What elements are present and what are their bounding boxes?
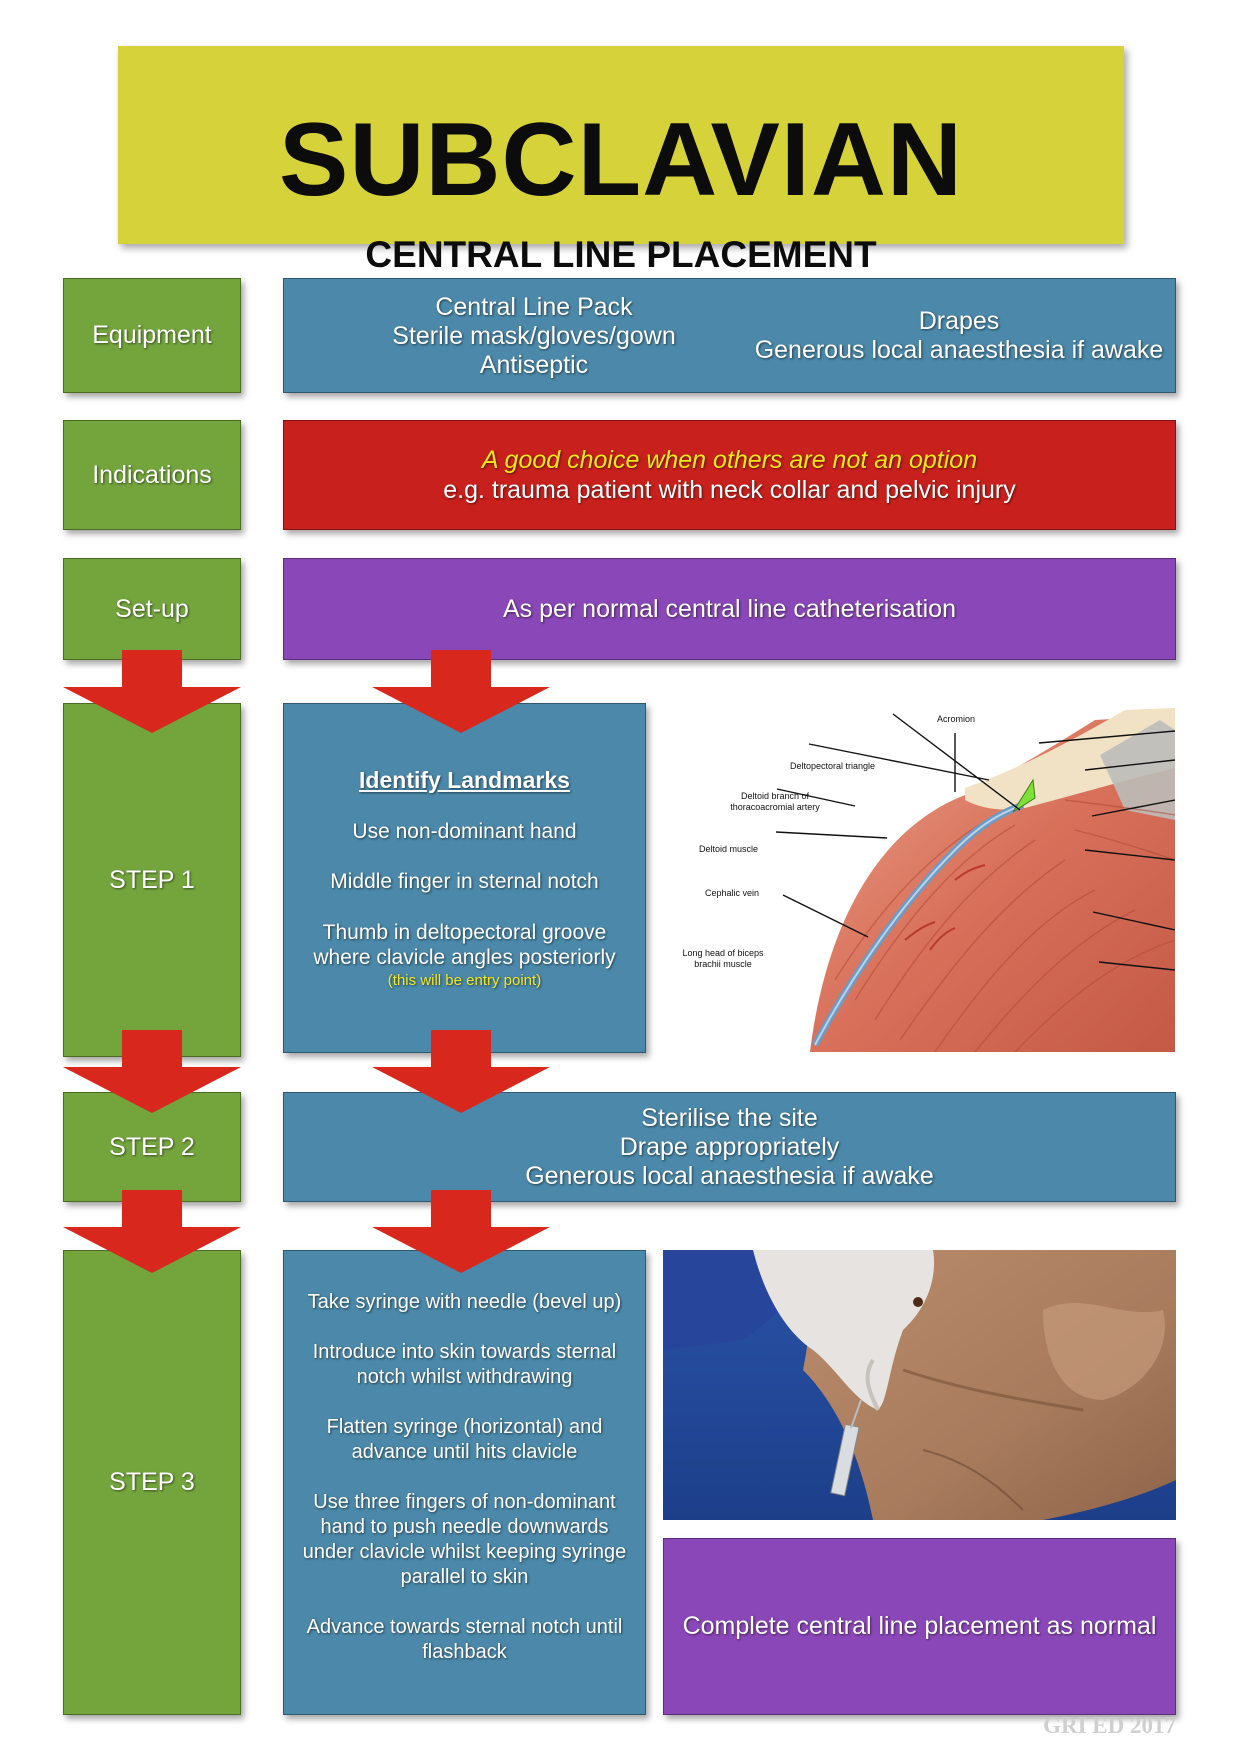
complete-box: Complete central line placement as norma… [663, 1538, 1176, 1715]
procedure-photo [663, 1250, 1176, 1520]
step3-item-line: Take syringe with needle (bevel up) [307, 1291, 622, 1313]
step2-item: Drape appropriately [619, 1132, 840, 1161]
equipment-item: Generous local anaesthesia if awake [754, 336, 1164, 364]
step3-box: Take syringe with needle (bevel up) Intr… [283, 1250, 646, 1715]
step1-item: Use non-dominant hand [352, 820, 577, 843]
equipment-item: Sterile mask/gloves/gown [392, 322, 676, 350]
label-deltoid-muscle: Deltoid muscle [699, 844, 758, 854]
step3-item-line: hand to push needle downwards [320, 1516, 609, 1538]
step3-item-line: parallel to skin [400, 1566, 529, 1588]
step3-item-line: flashback [422, 1641, 507, 1663]
label-deltoid-branch: thoracoacromial artery [730, 802, 820, 812]
equipment-list-left: Central Line Pack Sterile mask/gloves/go… [314, 293, 754, 380]
indication-example: e.g. trauma patient with neck collar and… [443, 476, 1016, 504]
step3-item-line: Introduce into skin towards sternal [312, 1341, 617, 1363]
label-deltoid-branch: Deltoid branch of [741, 791, 810, 801]
step1-item-line: where clavicle angles posteriorly [313, 946, 616, 969]
arrow-down-icon [63, 1190, 241, 1273]
setup-box: As per normal central line catheterisati… [283, 558, 1176, 660]
step3-item: Use three fingers of non-dominant hand t… [284, 1490, 645, 1590]
arrow-down-icon [372, 1190, 550, 1273]
step3-item: Advance towards sternal notch until flas… [284, 1615, 645, 1665]
equipment-label: Equipment [63, 278, 241, 393]
step1-box: Identify Landmarks Use non-dominant hand… [283, 703, 646, 1053]
anatomy-drawing: Acromion Deltopectoral triangle Deltoid … [682, 708, 1176, 1053]
step3-label: STEP 3 [63, 1250, 241, 1715]
label-cephalic-vein: Cephalic vein [705, 888, 759, 898]
shoulder-anatomy-illustration: Acromion Deltopectoral triangle Deltoid … [655, 700, 1176, 1053]
equipment-box: Central Line Pack Sterile mask/gloves/go… [283, 278, 1176, 393]
title-banner: SUBCLAVIAN CENTRAL LINE PLACEMENT [118, 46, 1124, 275]
arrow-down-icon [63, 1030, 241, 1113]
step3-item: Introduce into skin towards sternal notc… [284, 1340, 645, 1390]
step1-note: (this will be entry point) [387, 972, 542, 989]
indications-box: A good choice when others are not an opt… [283, 420, 1176, 530]
step1-item: Middle finger in sternal notch [330, 870, 599, 893]
label-biceps: brachii muscle [694, 959, 752, 969]
indications-label: Indications [63, 420, 241, 530]
step3-item: Take syringe with needle (bevel up) [284, 1290, 645, 1315]
step3-item-line: under clavicle whilst keeping syringe [302, 1541, 627, 1563]
step3-item-line: notch whilst withdrawing [356, 1366, 573, 1388]
label-acromion: Acromion [937, 714, 975, 724]
step3-item-line: Flatten syringe (horizontal) and [326, 1416, 603, 1438]
setup-label: Set-up [63, 558, 241, 660]
equipment-item: Drapes [918, 307, 1000, 335]
step2-item: Sterilise the site [641, 1103, 818, 1132]
step3-item-line: Use three fingers of non-dominant [313, 1491, 616, 1513]
step1-heading: Identify Landmarks [359, 767, 570, 793]
page-title: SUBCLAVIAN [278, 102, 964, 218]
indication-highlight: A good choice when others are not an opt… [481, 446, 978, 474]
footer-credit: GRI ED 2017 [1043, 1713, 1176, 1738]
equipment-item: Central Line Pack [435, 293, 633, 321]
step2-item: Generous local anaesthesia if awake [525, 1161, 934, 1190]
arrow-down-icon [372, 650, 550, 733]
arrow-down-icon [63, 650, 241, 733]
label-biceps: Long head of biceps [682, 948, 764, 958]
step1-label: STEP 1 [63, 703, 241, 1057]
label-deltopectoral-triangle: Deltopectoral triangle [790, 761, 875, 771]
step2-box: Sterilise the site Drape appropriately G… [283, 1092, 1176, 1202]
step3-item-line: advance until hits clavicle [351, 1441, 578, 1463]
page-subtitle: CENTRAL LINE PLACEMENT [365, 234, 877, 275]
procedure-photo-drawing [663, 1250, 1176, 1520]
equipment-item: Antiseptic [479, 351, 589, 379]
step3-item-line: Advance towards sternal notch until [306, 1616, 623, 1638]
step1-item-line: Thumb in deltopectoral groove [322, 921, 607, 944]
step3-item: Flatten syringe (horizontal) and advance… [284, 1415, 645, 1465]
equipment-list-right: Drapes Generous local anaesthesia if awa… [744, 307, 1174, 365]
step1-item: Thumb in deltopectoral groove where clav… [284, 920, 645, 970]
arrow-down-icon [372, 1030, 550, 1113]
